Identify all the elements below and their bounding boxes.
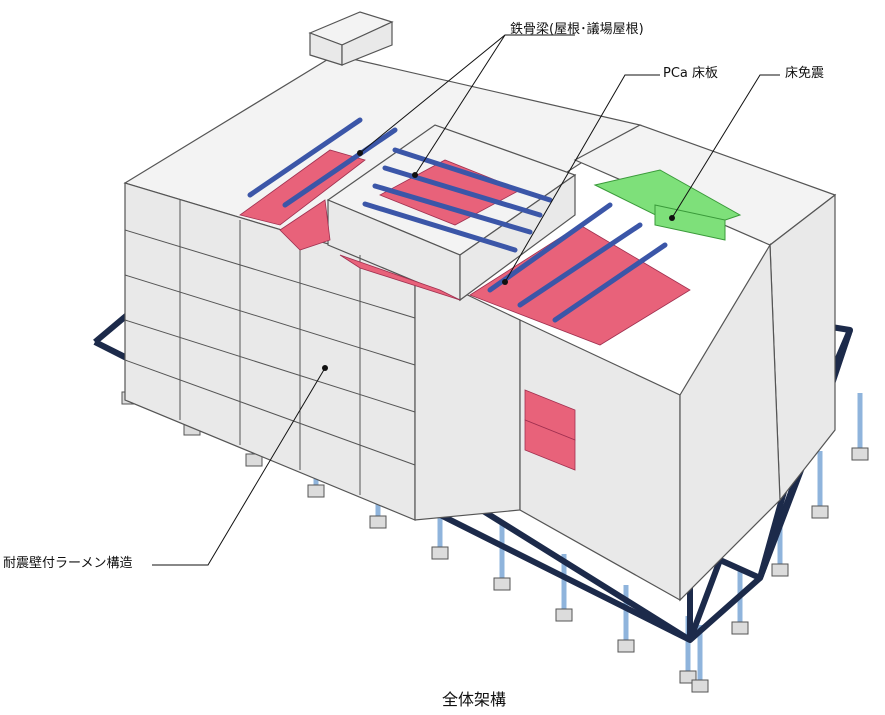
label-pca-slab: PCa 床板: [663, 66, 719, 81]
column-pedestal: [617, 639, 635, 653]
column-pedestal: [493, 577, 511, 591]
floor-lines: [124, 200, 416, 495]
column-pedestal: [555, 608, 573, 622]
steel-beams: [247, 117, 668, 323]
floor-isolation-slab: [593, 169, 742, 241]
column-pedestal: [691, 679, 709, 693]
column-pedestal: [771, 563, 789, 577]
column-pedestal: [431, 546, 449, 560]
figure-caption: 全体架構: [442, 690, 507, 709]
column-pedestal: [811, 505, 829, 519]
column-pedestal: [307, 484, 325, 498]
label-steel-beam: 鉄骨梁(屋根･議場屋根): [510, 22, 644, 37]
building-body: [123, 11, 837, 602]
column-pedestal: [851, 447, 869, 461]
pca-slabs: [239, 149, 691, 471]
label-floor-isolation: 床免震: [785, 66, 825, 81]
label-frame-structure: 耐震壁付ラーメン構造: [3, 556, 133, 571]
leader-lines: [152, 34, 780, 566]
leader-dots: [322, 150, 675, 371]
column-pedestal: [369, 515, 387, 529]
column-pedestal: [731, 621, 749, 635]
